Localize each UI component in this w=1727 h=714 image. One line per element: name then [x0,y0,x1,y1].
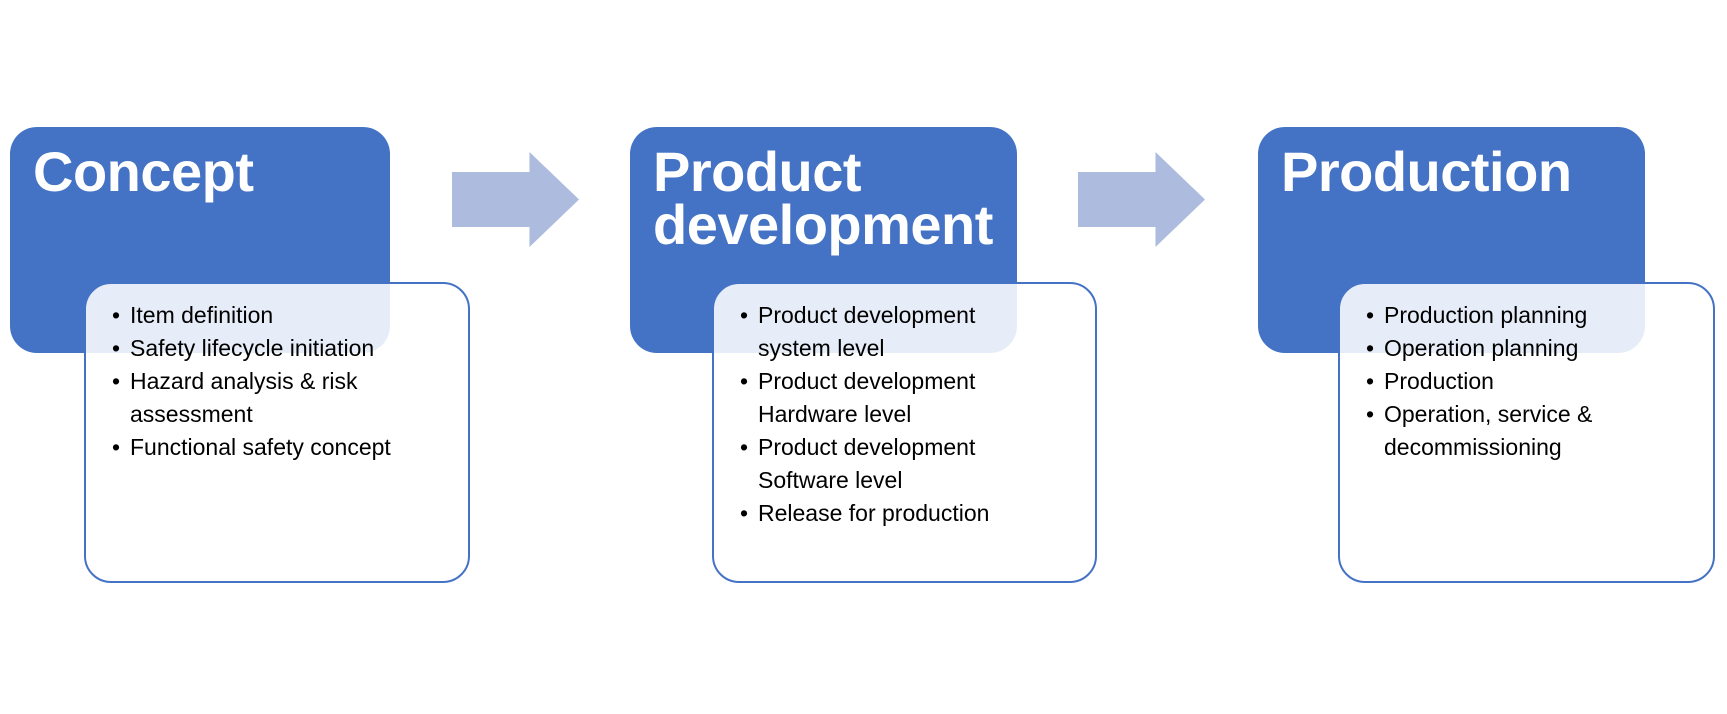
bullet-item: Item definition [86,299,454,332]
bullet-item: Product development Software level [714,431,1081,497]
stage-details-box: Product development system level Product… [712,282,1097,583]
stage-details-box: Item definition Safety lifecycle initiat… [84,282,470,583]
bullet-item: Product development Hardware level [714,365,1081,431]
bullet-item: Hazard analysis & risk assessment [86,365,454,431]
bullet-item: Production [1340,365,1699,398]
flow-arrow-icon [452,152,579,247]
bullet-item: Release for production [714,497,1081,530]
stage-bullet-list: Production planning Operation planning P… [1340,284,1713,464]
bullet-item: Functional safety concept [86,431,454,464]
stage-title: Product development [653,140,993,256]
stage-title: Production [1281,140,1572,203]
bullet-item: Operation planning [1340,332,1699,365]
bullet-item: Product development system level [714,299,1081,365]
bullet-item: Operation, service & decommissioning [1340,398,1699,464]
stage-title: Concept [33,140,254,203]
bullet-item: Safety lifecycle initiation [86,332,454,365]
flow-arrow-icon [1078,152,1205,247]
stage-details-box: Production planning Operation planning P… [1338,282,1715,583]
bullet-item: Production planning [1340,299,1699,332]
stage-bullet-list: Item definition Safety lifecycle initiat… [86,284,468,464]
stage-bullet-list: Product development system level Product… [714,284,1095,530]
